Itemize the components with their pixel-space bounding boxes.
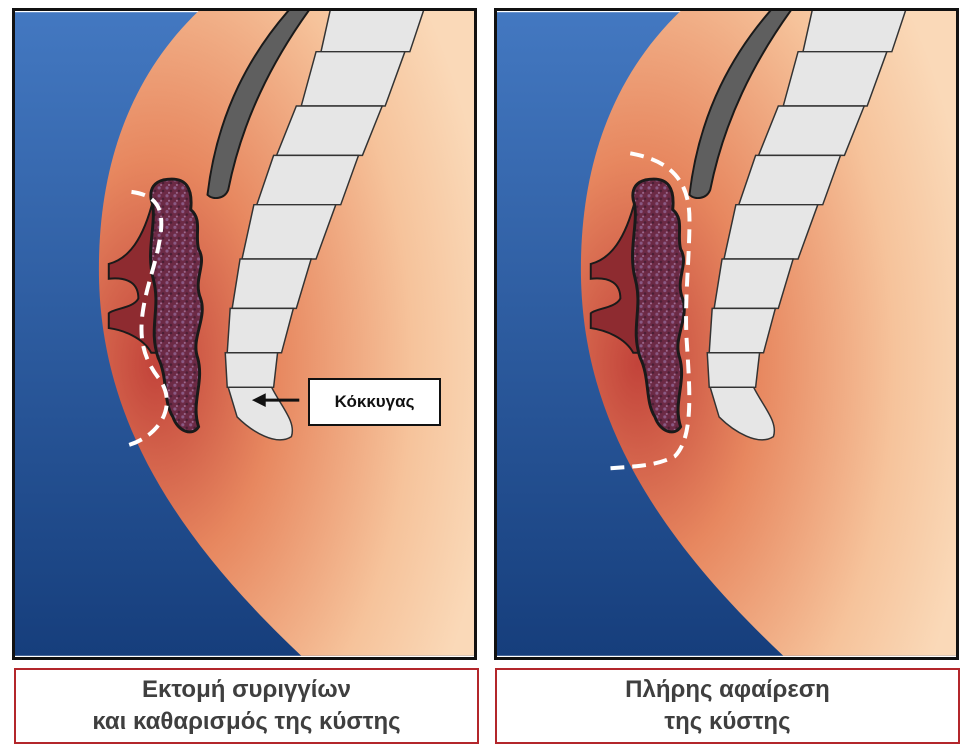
caption-line: της κύστης <box>664 706 790 738</box>
coccyx-label: Κόκκυγας <box>308 378 441 426</box>
caption-line: Εκτομή συριγγίων <box>142 674 351 706</box>
anatomy-illustration <box>15 11 474 657</box>
caption-fistulectomy: Εκτομή συριγγίων και καθαρισμός της κύστ… <box>14 668 479 744</box>
diagram-panel-fistulectomy: Κόκκυγας <box>12 8 477 660</box>
caption-line: Πλήρης αφαίρεση <box>625 674 830 706</box>
caption-complete-excision: Πλήρης αφαίρεση της κύστης <box>495 668 960 744</box>
anatomy-illustration <box>497 11 956 657</box>
caption-line: και καθαρισμός της κύστης <box>92 706 400 738</box>
diagram-panel-complete-excision <box>494 8 959 660</box>
